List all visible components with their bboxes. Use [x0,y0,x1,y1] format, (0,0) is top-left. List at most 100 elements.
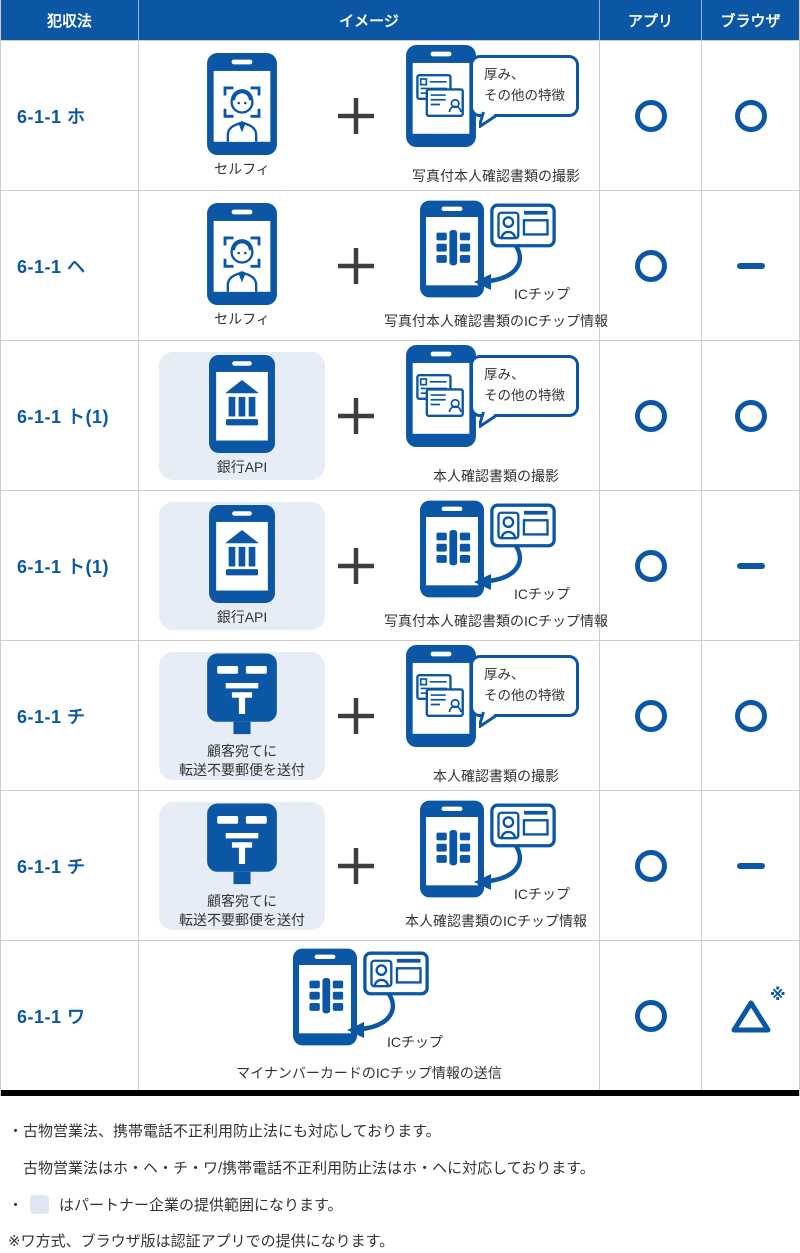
circle-mark [734,399,767,432]
plus-separator [335,695,377,737]
law-label: 6-1-1 チ [17,706,86,727]
curved-arrow-icon [474,544,522,591]
header-image: イメージ [139,0,600,40]
table-row: 6-1-1 ト(1) 銀行API [1,340,799,490]
partner-method-box: 顧客宛てに転送不要郵便を送付 [159,651,325,780]
table-row: 6-1-1 チ 顧客宛てに転送不要郵便を送付 [1,790,799,940]
verification-methods-table: 犯収法 イメージ アプリ ブラウザ 6-1-1 ホ セルフィ [0,0,800,1096]
plus-separator [335,95,377,137]
curved-arrow-icon [346,992,395,1039]
ic-chip-label: ICチップ [514,286,570,303]
capture-illustration: 厚み、その他の特徴 [406,645,586,763]
table-body: 6-1-1 ホ セルフィ [1,40,799,1090]
plus-icon [338,247,374,284]
ic-chip-illustration: ICチップ [420,500,572,608]
ic-chip-label: ICチップ [514,886,570,903]
bank-api-phone-icon [209,504,275,603]
law-cell: 6-1-1 ト(1) [1,491,139,640]
icon-caption: セルフィ [214,160,270,177]
ic-chip-illustration: ICチップ [420,800,572,908]
icon-caption: 本人確認書類の撮影 [433,468,559,485]
single-method-block: ICチップ マイナンバーカードのICチップ情報の送信 [236,948,502,1083]
footnotes: ・古物営業法、携帯電話不正利用防止法にも対応しております。古物営業法はホ・ヘ・チ… [0,1096,800,1253]
asterisk-note: ※ [769,986,786,1004]
icon-caption: 顧客宛てに [207,742,277,759]
document-capture-phone-icon [406,45,476,148]
bank-api-phone-icon [209,354,275,453]
image-cell: ICチップ マイナンバーカードのICチップ情報の送信 [139,941,600,1090]
right-method-block: ICチップ 写真付本人確認書類のICチップ情報 [384,200,608,331]
law-label: 6-1-1 ト(1) [17,406,110,427]
bubble-text: 厚み、 [484,367,525,383]
law-label: 6-1-1 ト(1) [17,556,110,577]
capture-illustration: 厚み、その他の特徴 [406,345,586,463]
browser-cell [702,191,799,340]
plus-separator [335,395,377,437]
header-law: 犯収法 [1,0,139,40]
header-app: アプリ [600,0,702,40]
law-label: 6-1-1 ホ [17,106,86,127]
note-line: ・はパートナー企業の提供範囲になります。 [8,1194,792,1217]
browser-cell [702,791,799,940]
plus-separator [335,245,377,287]
circle-mark [634,999,667,1032]
table-header-row: 犯収法 イメージ アプリ ブラウザ [1,0,799,40]
postbox-icon [207,803,277,884]
icon-caption: 本人確認書類の撮影 [433,768,559,785]
circle-mark [634,549,667,582]
law-cell: 6-1-1 ヘ [1,191,139,340]
circle-mark [634,99,667,132]
plus-icon [338,397,374,434]
postbox-icon [207,653,277,734]
right-method-block: 厚み、その他の特徴 本人確認書類の撮影 [387,345,605,486]
note-bullet: ・ [8,1123,24,1140]
table-row: 6-1-1 ト(1) 銀行API [1,490,799,640]
circle-mark [634,849,667,882]
icon-caption: 写真付本人確認書類のICチップ情報 [384,613,608,630]
plus-icon [338,547,374,584]
law-cell: 6-1-1 ホ [1,41,139,190]
image-cell: 顧客宛てに転送不要郵便を送付 [139,791,600,940]
app-cell [600,341,702,490]
app-cell [600,491,702,640]
speech-bubble: 厚み、その他の特徴 [470,355,579,428]
image-cell: 銀行API [139,491,608,640]
id-card-icon [363,951,429,996]
app-cell [600,791,702,940]
note-text: 古物営業法はホ・ヘ・チ・ワ/携帯電話不正利用防止法はホ・ヘに対応しております。 [23,1159,595,1177]
header-browser: ブラウザ [720,12,781,30]
app-cell [600,41,702,190]
right-method-block: ICチップ 写真付本人確認書類のICチップ情報 [384,500,608,631]
bubble-text: 厚み、 [484,67,525,83]
document-capture-phone-icon [406,645,476,748]
table-row: 6-1-1 ワ [1,940,799,1090]
right-method-block: 厚み、その他の特徴 写真付本人確認書類の撮影 [387,45,605,186]
law-label: 6-1-1 チ [17,856,86,877]
law-cell: 6-1-1 チ [1,791,139,940]
selfie-phone-icon [207,202,277,305]
icon-caption: 写真付本人確認書類のICチップ情報 [384,313,608,330]
ic-chip-label: ICチップ [514,586,570,603]
plus-separator [335,545,377,587]
right-method-block: 厚み、その他の特徴 本人確認書類の撮影 [387,645,605,786]
table-row: 6-1-1 ヘ セルフィ [1,190,799,340]
note-text: はパートナー企業の提供範囲になります。 [59,1196,343,1214]
image-cell: セルフィ [139,191,608,340]
capture-illustration: 厚み、その他の特徴 [406,45,586,163]
table-row: 6-1-1 ホ セルフィ [1,40,799,190]
triangle-icon [731,1000,770,1032]
icon-caption: 銀行API [216,608,268,625]
icon-caption: マイナンバーカードのICチップ情報の送信 [236,1065,502,1082]
browser-cell [702,341,799,490]
plus-icon [338,97,374,134]
partner-method-box: 顧客宛てに転送不要郵便を送付 [159,801,325,930]
ic-chip-phone-icon [292,948,357,1046]
law-label: 6-1-1 ヘ [17,256,86,277]
image-cell: 顧客宛てに転送不要郵便を送付 厚み、その他の特徴 本人確認書類の撮影 [139,641,600,790]
speech-bubble: 厚み、その他の特徴 [470,55,579,128]
ic-chip-phone-icon [420,500,484,598]
note-line: ・古物営業法、携帯電話不正利用防止法にも対応しております。 [8,1121,792,1143]
law-cell: 6-1-1 ワ [1,941,139,1090]
note-text: 古物営業法、携帯電話不正利用防止法にも対応しております。 [23,1123,441,1140]
icon-caption: 銀行API [216,458,268,475]
